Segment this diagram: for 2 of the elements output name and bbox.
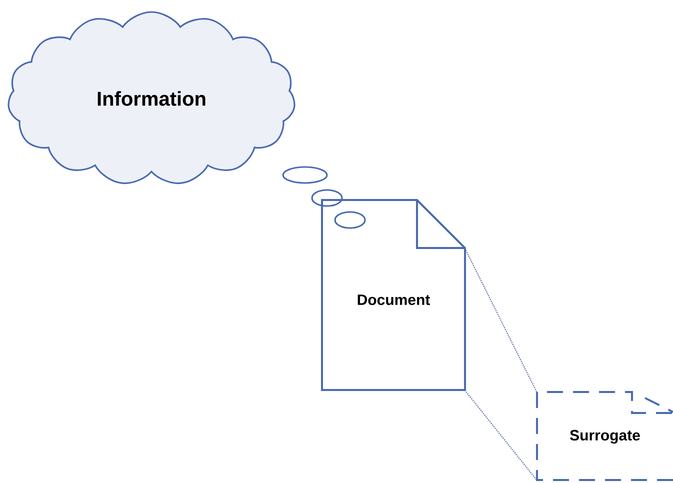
connector-line: [464, 390, 538, 481]
connector-line: [464, 248, 538, 392]
